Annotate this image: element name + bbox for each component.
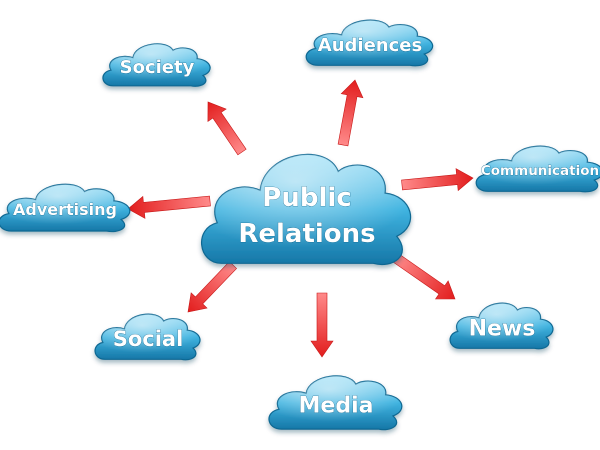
- cloud-social-gloss: [95, 314, 201, 360]
- cloud-society-gloss: [102, 43, 211, 87]
- cloud-communication: Communication: [475, 145, 600, 193]
- arrow-shape: [392, 253, 456, 300]
- cloud-news-label: News: [469, 316, 536, 341]
- cloud-news: News: [449, 302, 554, 350]
- cloud-society-label: Society: [120, 57, 195, 78]
- center-cloud-public-relations-gloss: [201, 154, 411, 265]
- arrow-to-society: [207, 101, 247, 156]
- arrows-layer: [127, 79, 474, 358]
- cloud-social-label: Social: [113, 327, 184, 351]
- cloud-social: Social: [94, 313, 201, 361]
- arrow-shape: [187, 261, 238, 313]
- cloud-advertising: Advertising: [0, 183, 131, 233]
- arrow-to-news: [392, 253, 456, 300]
- cloud-audiences: Audiences: [305, 19, 434, 67]
- arrow-to-communication: [401, 168, 474, 192]
- arrow-shape: [127, 195, 211, 219]
- center-cloud-public-relations-label-line1: Public: [262, 183, 351, 213]
- cloud-news-gloss: [450, 303, 553, 349]
- cloud-communication-label: Communication: [481, 163, 599, 179]
- arrow-shape: [401, 168, 474, 192]
- arrow-shape: [310, 292, 334, 358]
- arrow-to-media: [310, 292, 334, 358]
- cloud-society: Society: [102, 43, 211, 87]
- cloud-media-label: Media: [299, 393, 374, 418]
- arrow-shape: [207, 101, 247, 156]
- arrow-shape: [337, 79, 364, 147]
- cloud-advertising-gloss: [0, 184, 130, 232]
- cloud-audiences-gloss: [306, 20, 433, 66]
- cloud-media-gloss: [268, 375, 402, 430]
- center-cloud-public-relations-label-line2: Relations: [238, 219, 375, 249]
- cloud-audiences-label: Audiences: [318, 35, 422, 56]
- cloud-communication-gloss: [476, 146, 600, 192]
- arrow-to-social: [187, 261, 238, 313]
- arrow-to-advertising: [127, 195, 211, 219]
- arrow-to-audiences: [337, 79, 364, 147]
- cloud-advertising-label: Advertising: [13, 200, 117, 219]
- cloud-media: Media: [268, 375, 403, 431]
